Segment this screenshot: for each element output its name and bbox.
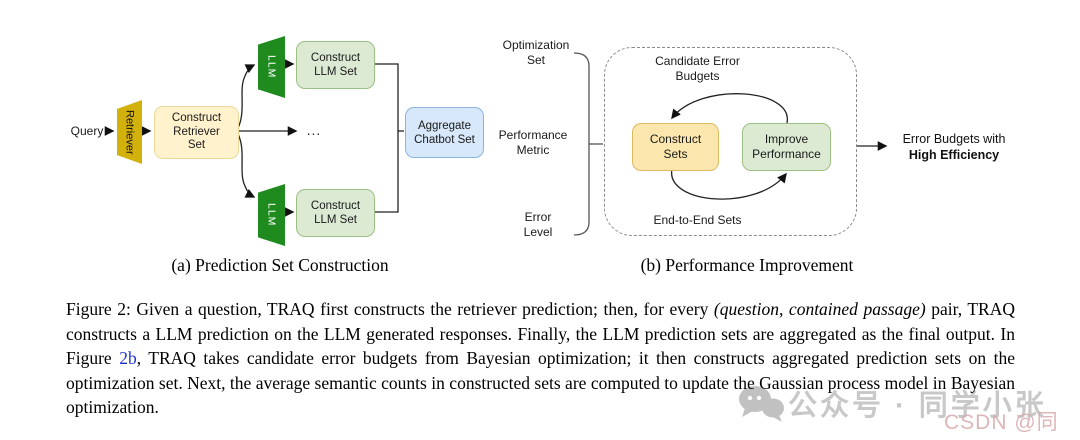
caption-segment: , TRAQ takes candidate error budgets fro… bbox=[66, 348, 1015, 418]
retriever-label: Retriever bbox=[123, 109, 136, 155]
panel-b-caption: (b) Performance Improvement bbox=[640, 254, 854, 275]
merge-lines bbox=[372, 63, 399, 213]
input-label-optimization-set: Optimization Set bbox=[502, 38, 570, 67]
construct-llm-set-node-top: Construct LLM Set bbox=[296, 41, 375, 89]
optimization-loop-boundary bbox=[604, 47, 857, 236]
input-label-error-level: Error Level bbox=[523, 210, 553, 239]
query-label: Query bbox=[70, 124, 104, 138]
ellipsis-label: ... bbox=[306, 122, 322, 138]
caption-segment: (question, contained passage) bbox=[713, 299, 926, 319]
loop-arc-top bbox=[671, 93, 788, 124]
output-label-line1: Error Budgets with bbox=[902, 132, 1006, 146]
candidate-error-budgets-label: Candidate Error Budgets bbox=[655, 54, 740, 83]
panel-a-caption: (a) Prediction Set Construction bbox=[171, 254, 389, 275]
improve-performance-node: Improve Performance bbox=[742, 123, 831, 171]
llm-trapezoid-bottom: LLM bbox=[258, 184, 285, 246]
llm-label-bottom: LLM bbox=[265, 203, 278, 227]
figure-caption: Figure 2: Given a question, TRAQ first c… bbox=[66, 297, 1015, 420]
branch-curve-top bbox=[236, 64, 256, 131]
connector-wires bbox=[104, 52, 888, 236]
end-to-end-sets-label: End-to-End Sets bbox=[653, 212, 742, 227]
caption-segment: pair, TRAQ constructs a LLM prediction o… bbox=[66, 299, 1016, 369]
output-label-line2: High Efficiency bbox=[908, 148, 1000, 162]
output-label: Error Budgets with High Efficiency bbox=[890, 131, 1018, 163]
aggregate-chatbot-set-node: Aggregate Chatbot Set bbox=[405, 107, 484, 158]
construct-sets-node: Construct Sets bbox=[632, 123, 719, 171]
figure-2b-link[interactable]: 2b bbox=[119, 348, 137, 369]
branch-curve-bottom bbox=[236, 131, 256, 198]
input-label-performance-metric: Performance Metric bbox=[498, 128, 568, 157]
loop-arc-bottom bbox=[671, 168, 787, 200]
construct-llm-set-node-bottom: Construct LLM Set bbox=[296, 189, 375, 237]
caption-segment: Figure 2: Given a question, TRAQ first c… bbox=[66, 299, 714, 319]
retriever-trapezoid: Retriever bbox=[117, 100, 142, 164]
construct-retriever-set-node: Construct Retriever Set bbox=[154, 106, 239, 159]
llm-trapezoid-top: LLM bbox=[258, 36, 285, 98]
llm-label-top: LLM bbox=[265, 55, 278, 79]
